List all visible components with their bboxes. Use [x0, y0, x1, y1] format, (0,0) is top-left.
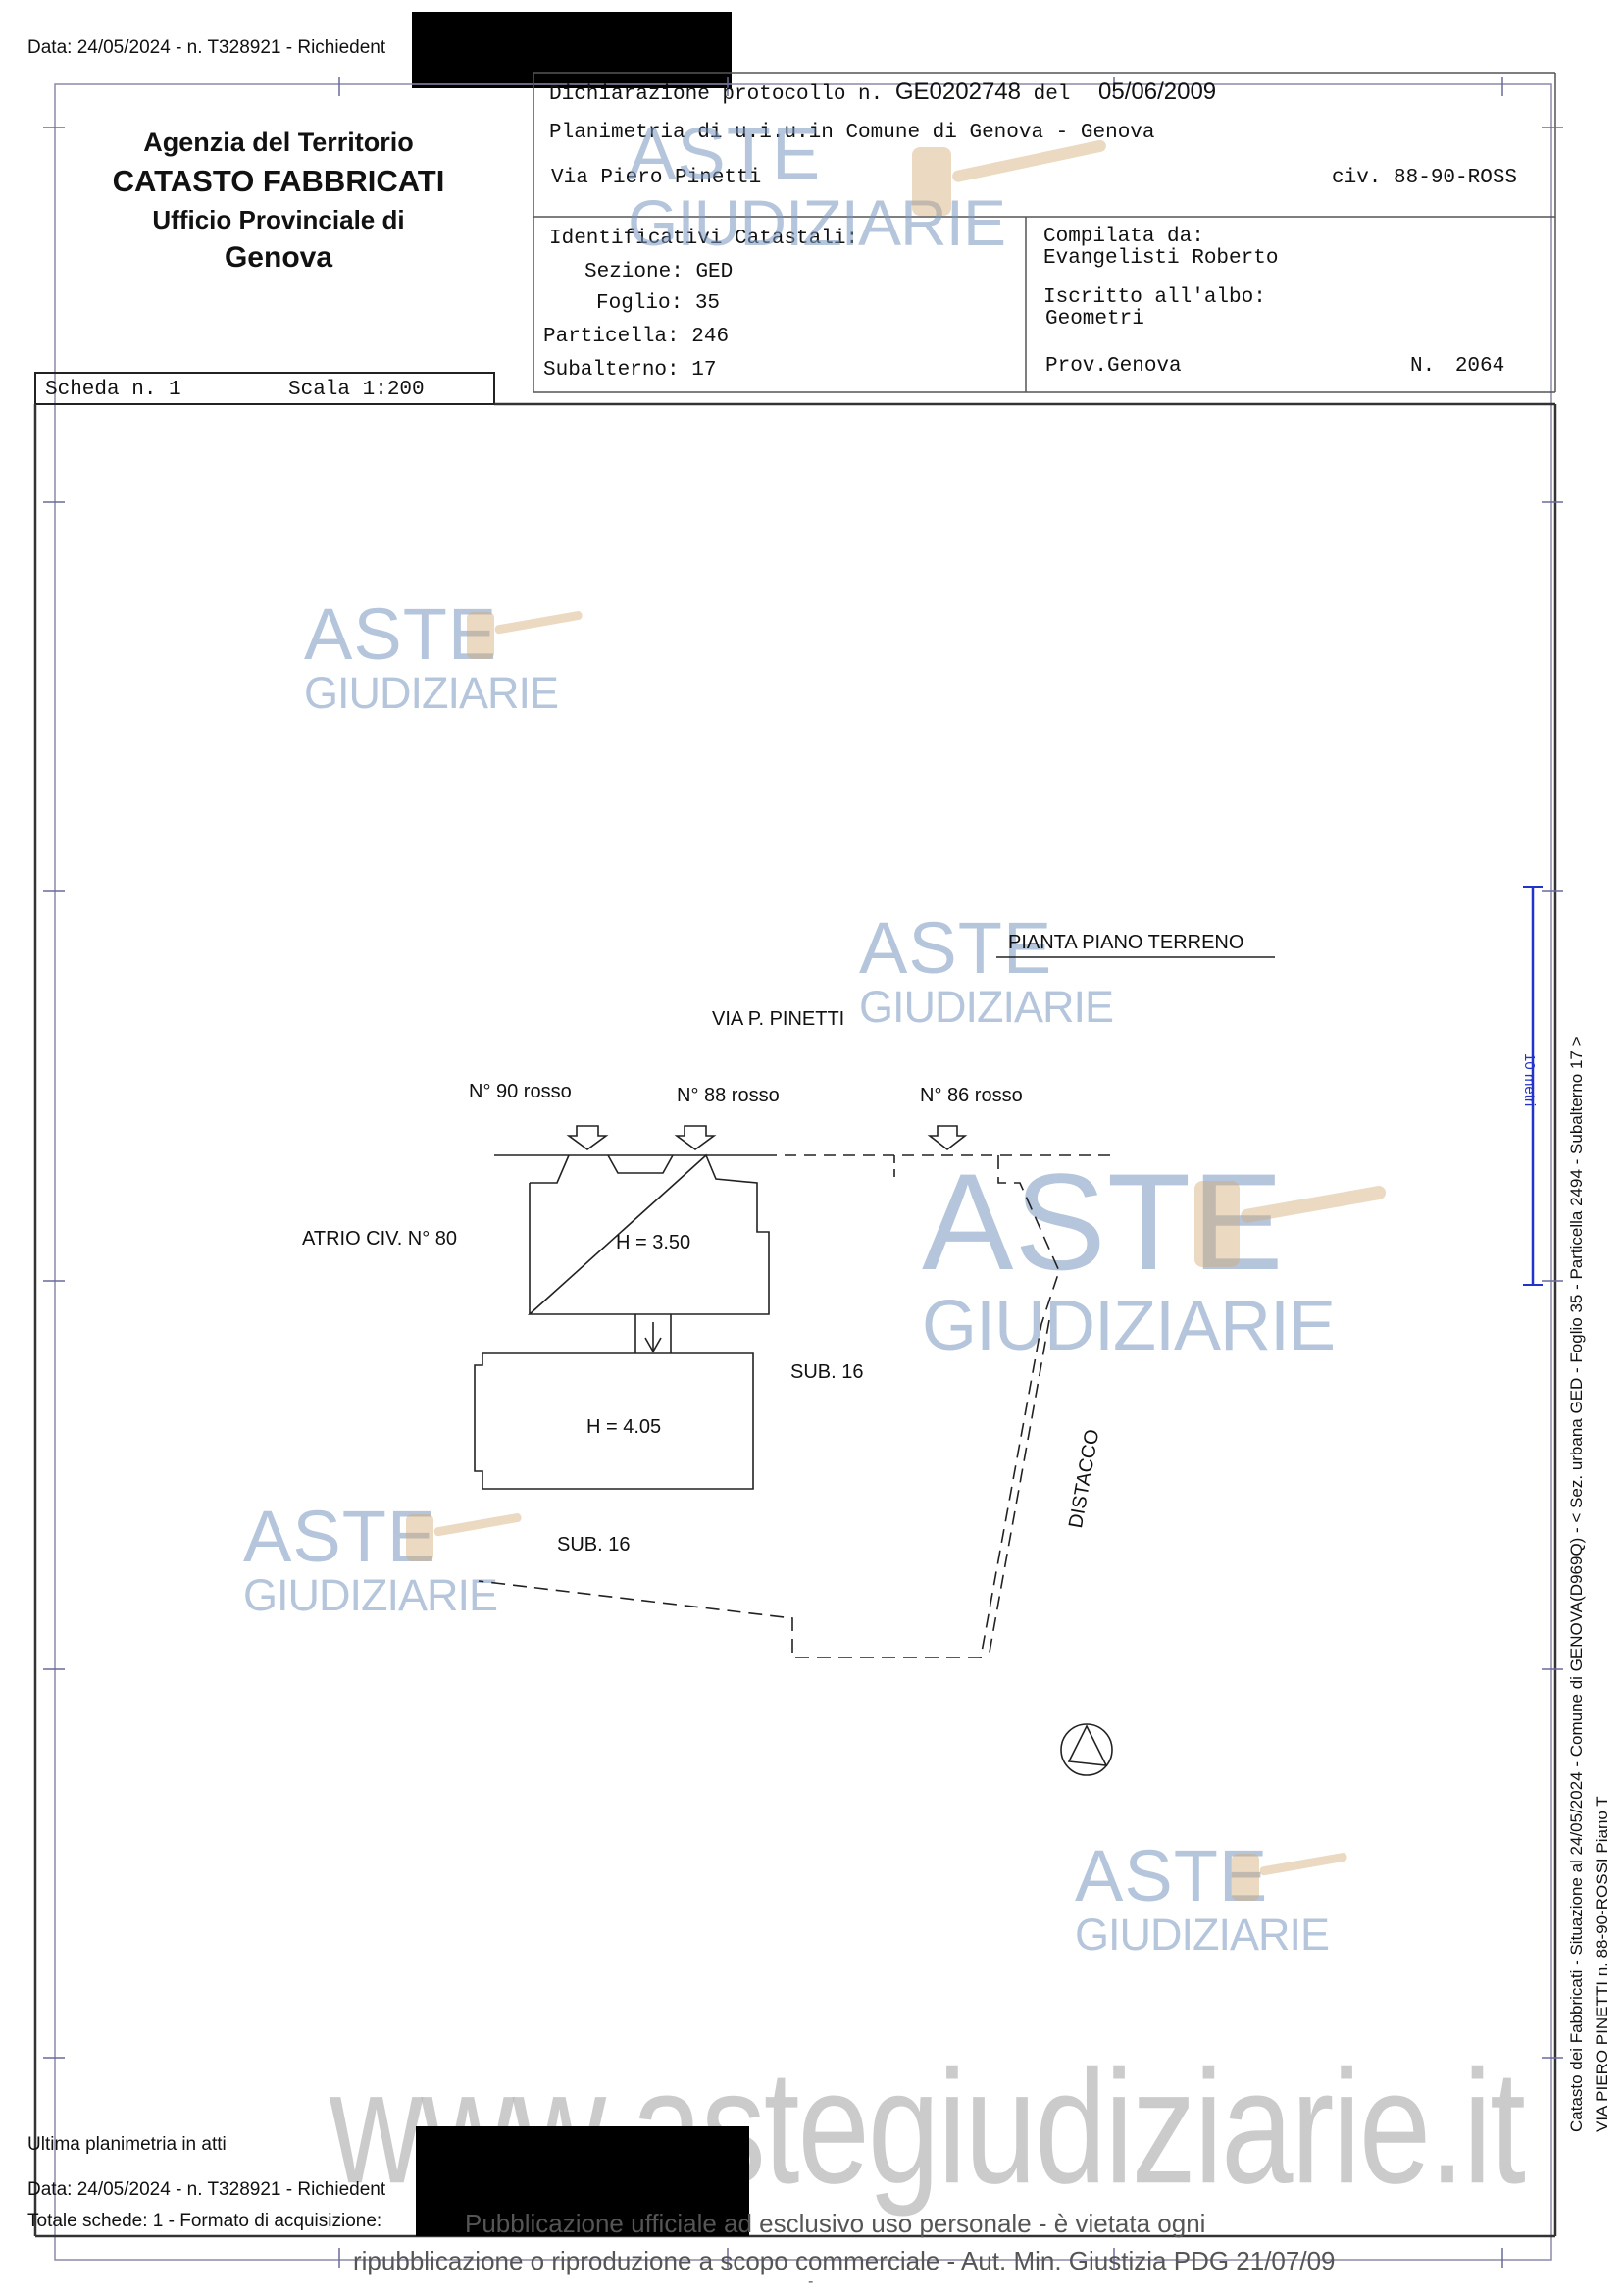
planimetria-line: Planimetria di u.i.u.in Comune di Genova… [549, 122, 1155, 144]
gavel-icon [1194, 1181, 1387, 1267]
subalterno-label: Subalterno: [543, 359, 680, 382]
height-label-2: H = 4.05 [586, 1416, 662, 1438]
scheda-label: Scheda n. 1 [45, 379, 181, 401]
prov-row: Prov.Genova [1045, 355, 1182, 378]
gavel-icon [912, 139, 1106, 216]
declaration-prefix: Dichiarazione protocollo n. [549, 83, 884, 106]
sub16-label-1: SUB. 16 [790, 1361, 864, 1383]
publication-notice-1: Pubblicazione ufficiale ad esclusivo uso… [465, 2209, 1206, 2238]
agency-header: Agenzia del Territorio CATASTO FABBRICAT… [63, 128, 494, 275]
sub16-label-2: SUB. 16 [557, 1534, 631, 1556]
watermark-aste-header: ASTE GIUDIZIARIE [628, 113, 1006, 259]
prov-value: Genova [1107, 355, 1182, 378]
bottom-request-line: Data: 24/05/2024 - n. T328921 - Richiede… [27, 2179, 386, 2200]
redaction-top [412, 12, 732, 88]
ufficio-city: Genova [224, 241, 333, 274]
height-label-1: H = 3.50 [616, 1232, 691, 1253]
catasto-title: CATASTO FABBRICATI [112, 164, 445, 198]
del-label: del [1033, 83, 1071, 106]
side-text-line1: Catasto dei Fabbricati - Situazione al 2… [1567, 1036, 1586, 2132]
prov-label: Prov. [1045, 355, 1108, 378]
gavel-icon [406, 1513, 522, 1561]
street-label: VIA P. PINETTI [712, 1008, 845, 1030]
sezione-row: Sezione: GED [584, 261, 733, 283]
atrio-label: ATRIO CIV. N° 80 [302, 1228, 458, 1250]
watermark-aste-1: ASTE GIUDIZIARIE [304, 593, 559, 718]
gavel-icon [467, 611, 583, 659]
declaration-line: Dichiarazione protocollo n. GE0202748 de… [549, 78, 1216, 106]
bottom-dash: - [808, 2273, 814, 2290]
watermark-aste-5: ASTE GIUDIZIARIE [1075, 1835, 1330, 1960]
top-request-line: Data: 24/05/2024 - n. T328921 - Richiede… [27, 37, 386, 58]
scale-bar-label: 10 metri [1521, 1053, 1538, 1107]
n86-label: N° 86 rosso [920, 1085, 1023, 1106]
albo-value: Geometri [1045, 308, 1144, 331]
compiler-label: Compilata da: [1043, 226, 1204, 248]
side-text-line2: VIA PIERO PINETTI n. 88-90-ROSSI Piano T [1593, 1796, 1611, 2132]
n90-label: N° 90 rosso [469, 1081, 572, 1102]
totale-schede: Totale schede: 1 - Formato di acquisizio… [27, 2211, 382, 2231]
foglio-row: Foglio: 35 [596, 292, 720, 315]
albo-label: Iscritto all'albo: [1043, 286, 1266, 309]
ultima-planimetria: Ultima planimetria in atti [27, 2134, 227, 2155]
watermark-aste-3: ASTE GIUDIZIARIE [922, 1145, 1336, 1365]
foglio-value: 35 [694, 292, 721, 315]
subalterno-value: 17 [691, 359, 717, 382]
plan-title: PIANTA PIANO TERRENO [1008, 932, 1244, 953]
address-line: Via Piero Pinetti [551, 167, 762, 189]
gavel-icon [1232, 1853, 1347, 1901]
particella-label: Particella: [543, 326, 680, 348]
sezione-value: GED [695, 261, 734, 283]
scala-label: Scala 1:200 [288, 379, 425, 401]
watermark-aste-4: ASTE GIUDIZIARIE [243, 1496, 498, 1620]
watermark-aste-2: ASTE GIUDIZIARIE [859, 907, 1114, 1032]
publication-notice-2: ripubblicazione o riproduzione a scopo c… [353, 2246, 1336, 2275]
particella-value: 246 [691, 326, 730, 348]
sezione-label: Sezione: [584, 261, 684, 283]
n-row: N. 2064 [1410, 355, 1504, 378]
particella-row: Particella: 246 [543, 326, 729, 348]
identifiers-title: Identificativi Catastali: [549, 228, 859, 250]
n-value: 2064 [1454, 355, 1505, 378]
protocol-number: GE0202748 [894, 78, 1021, 105]
n88-label: N° 88 rosso [677, 1085, 780, 1106]
ufficio-label: Ufficio Provinciale di [152, 205, 405, 234]
subalterno-row: Subalterno: 17 [543, 359, 716, 382]
n-label: N. [1410, 355, 1436, 378]
foglio-label: Foglio: [596, 292, 684, 315]
declaration-date: 05/06/2009 [1098, 78, 1217, 105]
civic-number: civ. 88-90-ROSS [1332, 167, 1518, 189]
compiler-name: Evangelisti Roberto [1043, 247, 1279, 270]
agency-name: Agenzia del Territorio [143, 128, 414, 157]
redaction-bottom [416, 2126, 749, 2236]
